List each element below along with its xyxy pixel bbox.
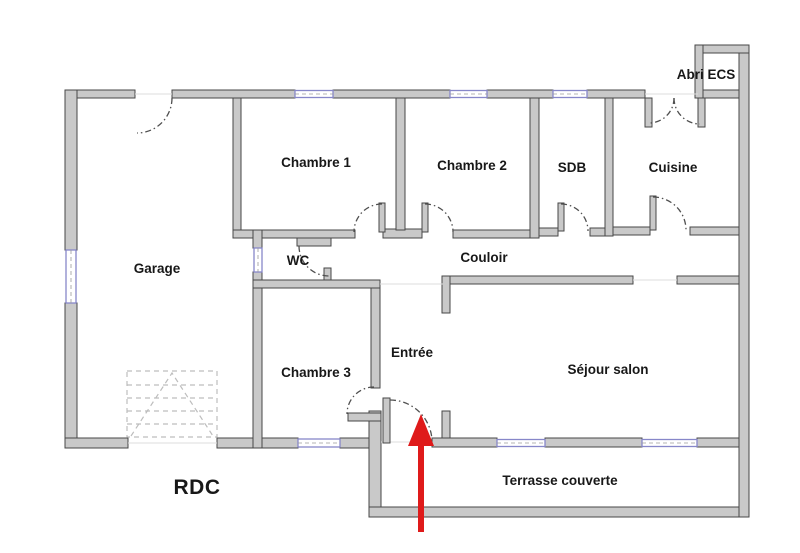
wall-garage-chambre1	[232, 97, 242, 239]
wall-segment	[697, 89, 741, 99]
door-arc-cuisine-north-right	[673, 97, 701, 125]
wall-wc-left	[252, 229, 263, 249]
stairs-direction-lines	[130, 371, 214, 437]
wall-wc-strike	[323, 267, 332, 282]
wall-chambre3-right	[370, 287, 381, 389]
entrance-arrow-head	[408, 414, 434, 446]
wall-segment	[339, 437, 372, 449]
wall-segment	[696, 437, 741, 448]
door-arc-chambre1	[353, 203, 383, 233]
door-arc-cuisine-north-left	[648, 97, 675, 124]
wall-sdb-cuisine	[604, 97, 614, 237]
wall-chambre1-bottom	[232, 229, 356, 239]
door-arc-chambre2	[424, 203, 454, 233]
wall-segment	[64, 302, 78, 449]
door-post	[644, 97, 653, 128]
wall-segment	[171, 89, 296, 99]
room-label-wc: WC	[287, 253, 310, 268]
wall-segment	[332, 89, 451, 99]
wall-sejour-west-stub	[441, 410, 451, 439]
room-label-chambre2: Chambre 2	[437, 158, 507, 173]
room-label-abri-ecs: Abri ECS	[677, 67, 736, 82]
wall-segment	[486, 89, 554, 99]
room-label-sejour: Séjour salon	[567, 362, 648, 377]
wall-segment	[368, 506, 750, 518]
door-arc-garage-side	[136, 97, 173, 134]
room-label-couloir: Couloir	[460, 250, 508, 265]
opening-guide-lines	[128, 93, 698, 444]
stairs-treads	[127, 384, 217, 425]
garage-stairs	[126, 370, 218, 438]
door-leaf-entree	[382, 397, 391, 444]
room-label-chambre1: Chambre 1	[281, 155, 351, 170]
door-arc-chambre3	[346, 386, 375, 415]
door-leaf-chambre1	[378, 202, 386, 233]
wall-chambre2-bottom	[452, 229, 531, 239]
room-labels: Garage Chambre 1 Chambre 2 SDB Cuisine A…	[134, 67, 736, 499]
wall-cuisine-bottom	[689, 226, 740, 236]
room-label-sdb: SDB	[558, 160, 587, 175]
window-chambre1	[294, 89, 334, 99]
room-label-garage: Garage	[134, 261, 181, 276]
room-label-entree: Entrée	[391, 345, 434, 360]
wall-cuisine-bottom	[612, 226, 651, 236]
windows	[65, 89, 698, 448]
wall-sdb-bottom	[538, 227, 559, 237]
door-leaf-cuisine-south	[649, 195, 657, 231]
door-leaf-chambre2	[421, 202, 429, 233]
door-arc-entree	[389, 399, 433, 443]
wall-segment	[368, 410, 382, 518]
wall-segment	[544, 437, 643, 448]
exterior-walls	[64, 44, 750, 518]
room-label-terrasse: Terrasse couverte	[502, 473, 618, 488]
entrance-arrow-shaft	[418, 444, 424, 532]
wall-segment	[64, 437, 129, 449]
wall-sejour-west-stub	[441, 275, 451, 314]
door-arc-wc	[298, 245, 330, 277]
wall-segment	[64, 89, 78, 251]
wall-chambre3-top	[252, 279, 381, 289]
window-centerlines	[70, 93, 697, 444]
room-label-chambre3: Chambre 3	[281, 365, 351, 380]
wall-chambre3-left	[252, 271, 263, 449]
wall-chambre1-chambre2	[395, 97, 406, 231]
doors	[136, 97, 701, 444]
interior-walls	[232, 97, 740, 449]
room-label-cuisine: Cuisine	[649, 160, 698, 175]
wall-chambre2-sdb	[529, 97, 540, 239]
wall-entree-return	[347, 412, 382, 422]
wall-segment	[431, 437, 498, 448]
stairs-outline	[126, 370, 218, 438]
door-post	[697, 97, 706, 128]
entrance-arrow	[408, 414, 434, 532]
wall-couloir-bottom	[442, 275, 634, 285]
door-leaf-sdb	[557, 202, 565, 232]
door-arc-sdb	[560, 203, 589, 232]
wall-couloir-bottom	[676, 275, 740, 285]
floor-label-rdc: RDC	[174, 476, 221, 499]
opening-guides	[128, 93, 698, 444]
wall-segment	[738, 44, 750, 518]
wall-wc-header	[296, 237, 332, 247]
wall-segment	[586, 89, 646, 99]
door-arc-cuisine-south	[652, 196, 687, 231]
